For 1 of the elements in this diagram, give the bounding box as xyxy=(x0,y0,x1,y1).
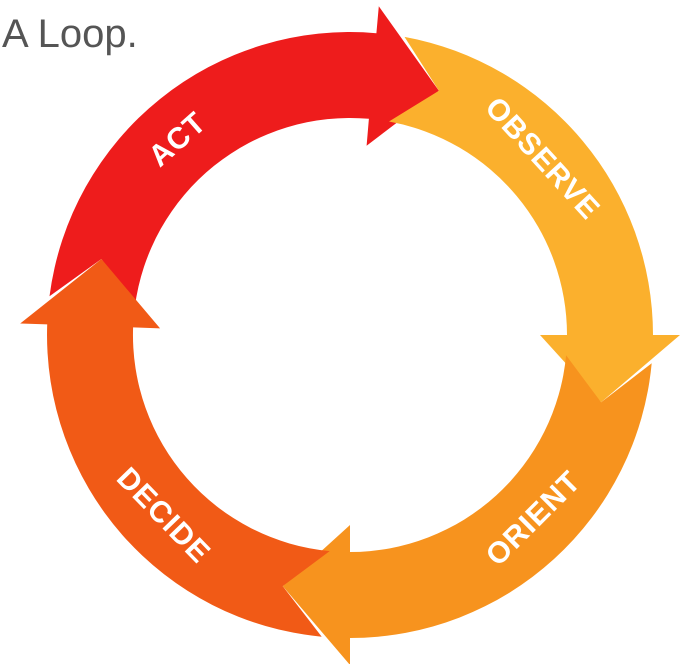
title: A Loop. xyxy=(2,14,138,54)
